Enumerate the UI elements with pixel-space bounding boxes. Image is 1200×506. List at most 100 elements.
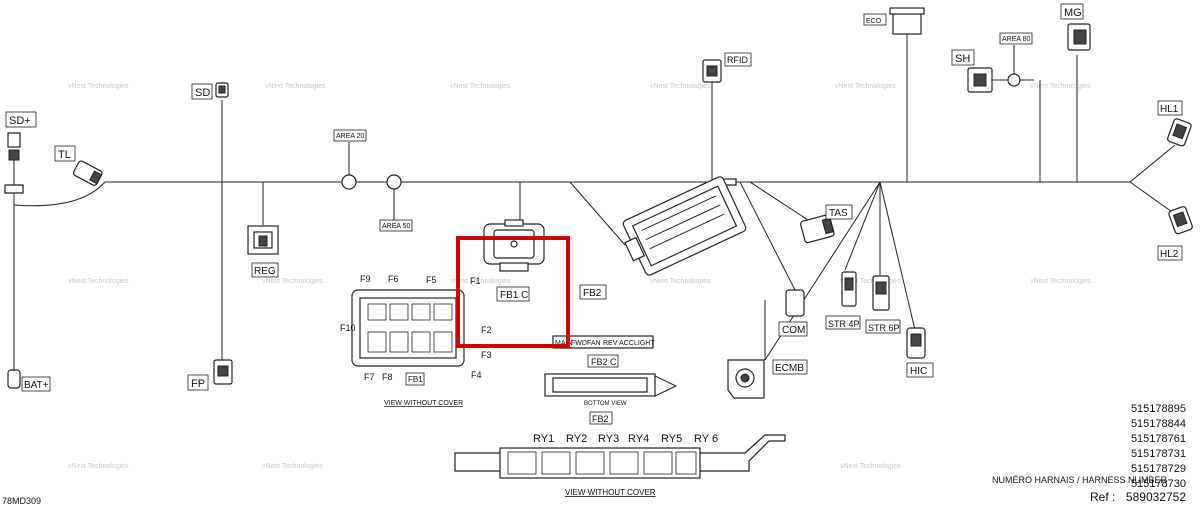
relay-ry4-label: RY4: [628, 433, 649, 445]
fb2c-cell-fwd: FWD: [571, 340, 587, 347]
reg-connector: [247, 225, 279, 255]
reg-label: REG: [254, 266, 276, 277]
relay-ry6-label: RY 6: [694, 433, 718, 445]
fb1-caption: VIEW WITHOUT COVER: [384, 400, 463, 407]
com-connector: [785, 289, 805, 317]
relay-ry5-label: RY5: [661, 433, 682, 445]
sd-label: SD: [195, 87, 210, 99]
fuse-box-1: F9 F6 F5 F10 F2 F3 F4 F7 F8 F1 FB1 VIEW …: [340, 274, 492, 407]
com-label: COM: [782, 325, 805, 336]
sh-label: SH: [955, 53, 970, 65]
fuse-f2-label: F2: [481, 325, 492, 335]
fb1-label: FB1: [408, 375, 423, 384]
hic-label: HIC: [910, 366, 927, 377]
fuse-slots: [367, 303, 453, 353]
relay-ry2-label: RY2: [566, 433, 587, 445]
watermark: vNext Technologies: [1030, 83, 1091, 90]
tl-label: TL: [58, 149, 71, 161]
fb2c-cell-main: MAIN: [555, 340, 573, 347]
harness-number: 515178729: [1130, 463, 1186, 475]
fuse-f4-label: F4: [471, 370, 482, 380]
harness-number: 515178730: [1130, 478, 1186, 490]
harness-number: 515178895: [1130, 403, 1186, 415]
eco-connector: [889, 7, 925, 35]
ref-value: 589032752: [1125, 490, 1186, 504]
watermark: vNext Technologies: [262, 463, 323, 470]
hic-connector: [906, 327, 926, 359]
watermark: vNext Technologies: [68, 463, 129, 470]
fuse-f6-label: F6: [388, 274, 399, 284]
sd-connector: [215, 82, 229, 98]
fuse-f9-label: F9: [360, 274, 371, 284]
str4p-label: STR 4P: [828, 319, 860, 329]
watermark: vNext Technologies: [450, 83, 511, 90]
highlight-box: [456, 236, 570, 348]
mg-label: MG: [1064, 7, 1082, 19]
tas-connector: [800, 214, 835, 244]
hl2-label: HL2: [1160, 249, 1179, 260]
watermark: vNext Technologies: [835, 83, 896, 90]
relay-ry3-label: RY3: [598, 433, 619, 445]
fb2-bottom-view: BOTTOM VIEW FB2: [544, 373, 678, 425]
area-labels: AREA 20 AREA 50 AREA 80: [333, 32, 1033, 232]
watermark: vNext Technologies: [840, 278, 901, 285]
hl1-connector: [1167, 118, 1192, 147]
watermark-layer: vNext Technologies vNext Technologies vN…: [68, 83, 1091, 470]
connector-parts: [4, 7, 1193, 399]
fb1c-label: FB1 C: [500, 290, 528, 301]
watermark: vNext Technologies: [650, 83, 711, 90]
watermark: vNext Technologies: [840, 463, 901, 470]
fuse-f3-label: F3: [481, 350, 492, 360]
str6p-connector: [872, 275, 890, 311]
area-80-label: AREA 80: [1002, 36, 1031, 43]
fuse-f10-label: F10: [340, 323, 356, 333]
str4p-connector: [841, 271, 857, 307]
drawing-code: 78MD309: [2, 496, 42, 506]
area-50-label: AREA 50: [382, 223, 411, 230]
watermark: vNext Technologies: [68, 83, 129, 90]
fuse-f5-label: F5: [426, 275, 437, 285]
fb2c-strip: MAIN FWD FAN REV ACC LIGHT FB2 C: [552, 335, 655, 368]
rfid-connector: [702, 59, 722, 83]
fb1c-connector: [483, 219, 545, 272]
hl2-connector: [1168, 206, 1193, 235]
relay-box-caption: VIEW WITHOUT COVER: [565, 488, 656, 497]
bat-plus-label: BAT+: [24, 380, 49, 391]
watermark: vNext Technologies: [68, 278, 129, 285]
eco-label: ECO: [866, 18, 882, 25]
fuse-f1-label: F1: [470, 276, 481, 286]
fp-label: FP: [191, 378, 205, 390]
watermark: vNext Technologies: [262, 278, 323, 285]
harness-number-label: NUMÉRO HARNAIS / HARNESS NUMBER: [992, 475, 1168, 485]
ref-label: Ref :: [1090, 490, 1116, 504]
relay-box: RY1 RY2 RY3 RY4 RY5 RY 6 VIEW WITHOUT CO…: [454, 433, 786, 497]
fuse-f7-label: F7: [364, 372, 375, 382]
str6p-label: STR 6P: [868, 323, 900, 333]
ecmb-label: ECMB: [775, 363, 804, 374]
tas-label: TAS: [829, 208, 848, 219]
fb2c-label: FB2 C: [591, 357, 617, 367]
bat-plus-connector: [7, 369, 21, 389]
relay-ry1-label: RY1: [533, 433, 554, 445]
area-20-label: AREA 20: [336, 133, 365, 140]
fb2c-cell-light: LIGHT: [634, 340, 655, 347]
fb2c-cell-rev: REV: [603, 340, 618, 347]
harness-number: 515178731: [1130, 448, 1186, 460]
watermark: vNext Technologies: [265, 83, 326, 90]
rfid-label: RFID: [727, 55, 748, 65]
sd-plus-label: SD+: [9, 115, 31, 127]
sd-plus-connector: [4, 132, 24, 194]
fuse-f8-label: F8: [382, 372, 393, 382]
connector-labels: SD+ TL SD BAT+ FP REG RFID ECO MG SH HL1…: [5, 3, 1183, 392]
fb2c-cell-fan: FAN: [587, 340, 601, 347]
harness-number: 515178761: [1130, 433, 1186, 445]
watermark: vNext Technologies: [650, 278, 711, 285]
watermark: vNext Technologies: [450, 278, 511, 285]
ecmb-connector: [727, 359, 765, 399]
harness-wires: [13, 34, 1176, 370]
watermark: vNext Technologies: [1030, 278, 1091, 285]
fb2-label: FB2: [583, 288, 602, 299]
fb2-module: [622, 176, 747, 276]
sh-connector: [967, 67, 993, 93]
